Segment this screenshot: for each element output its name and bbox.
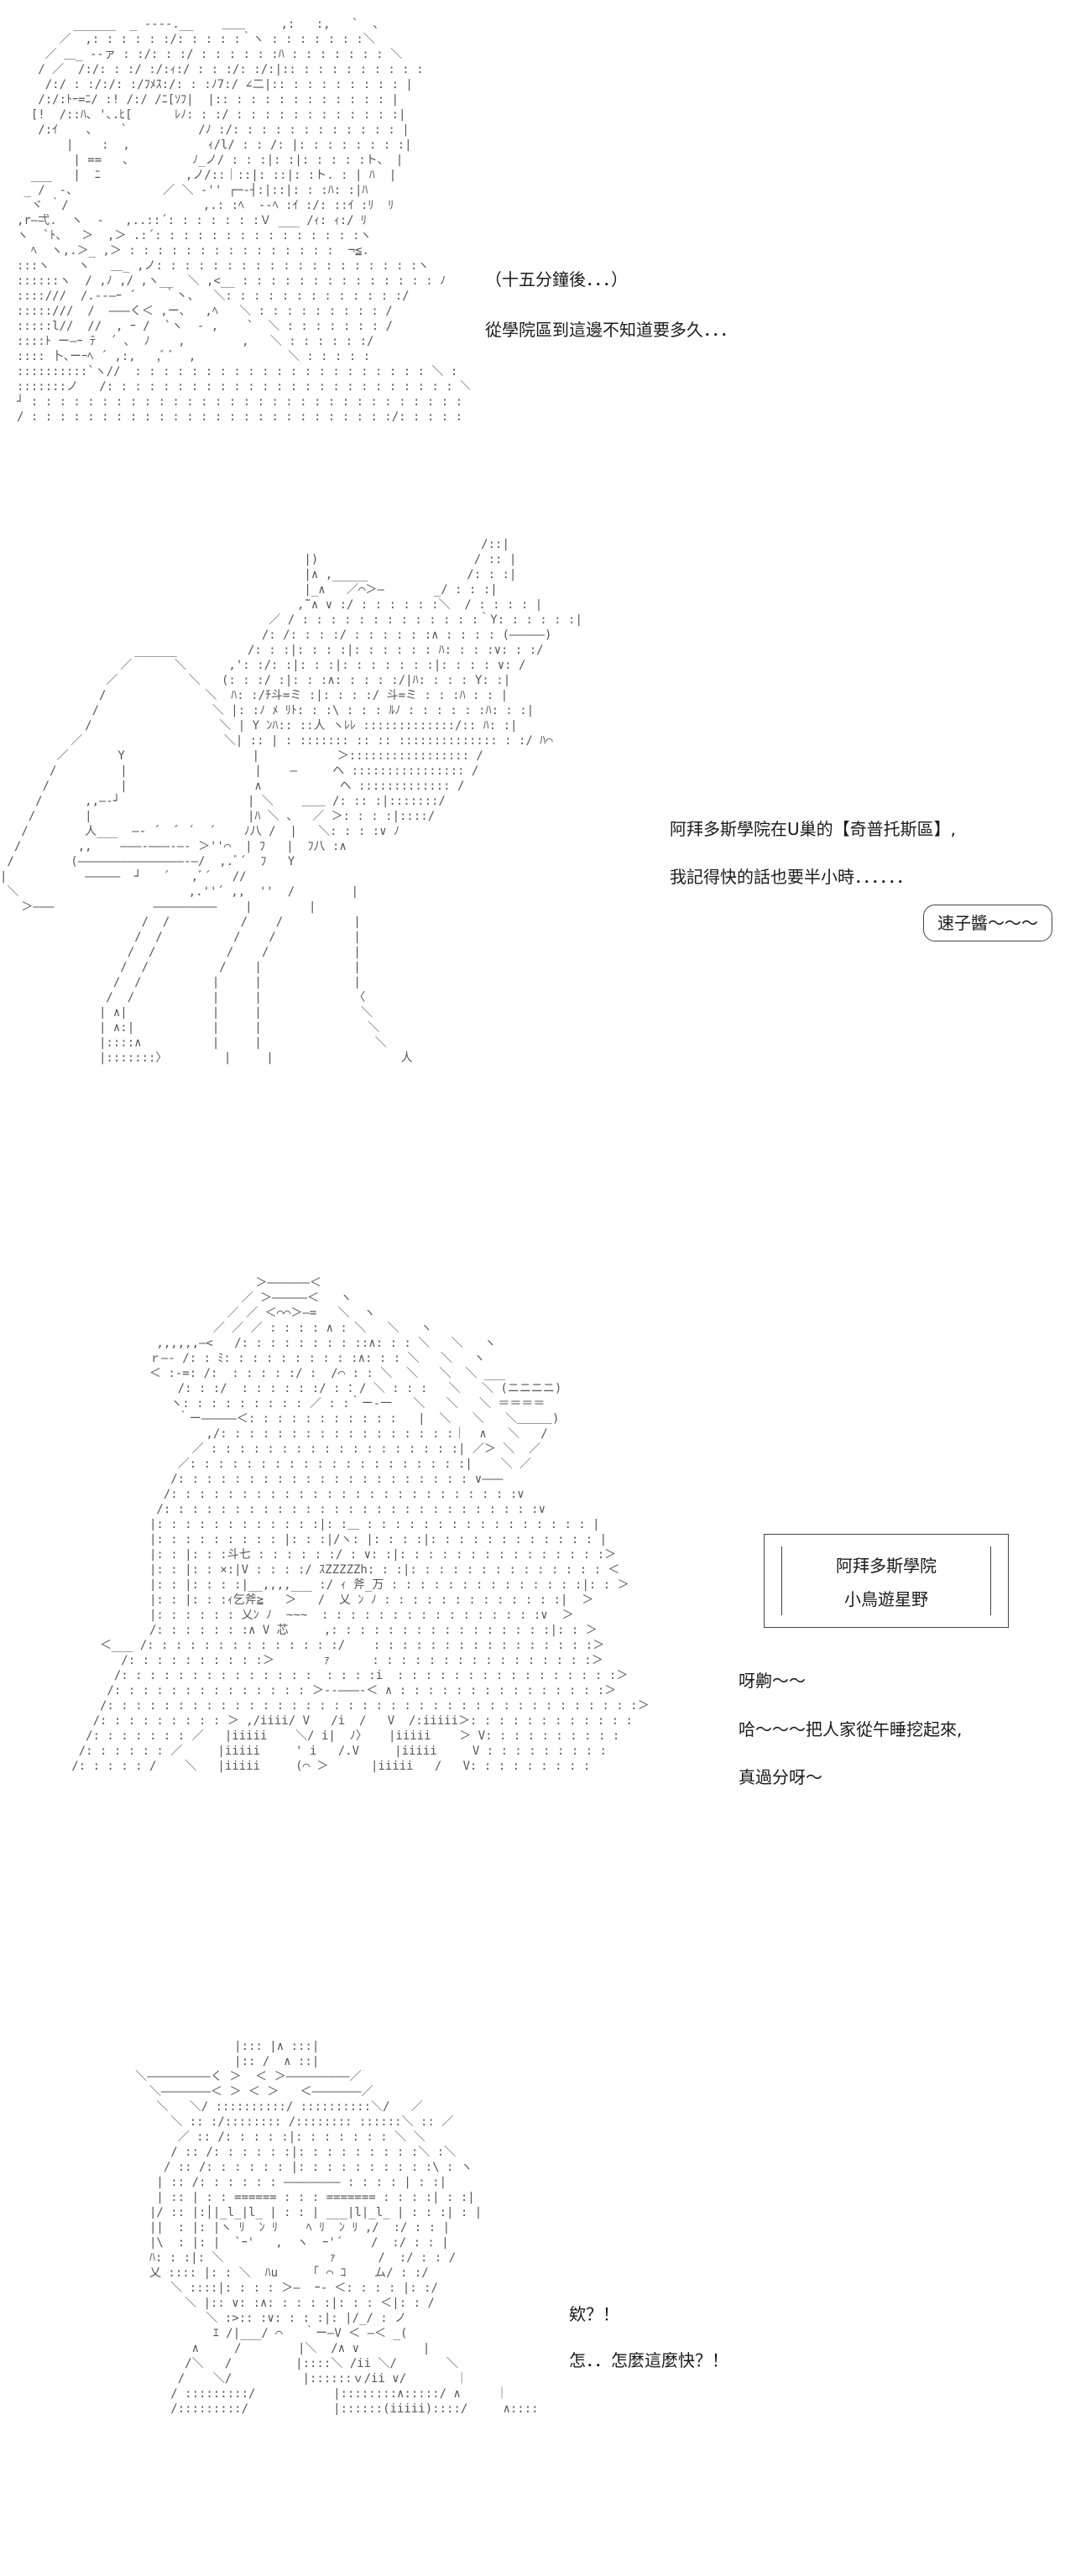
dialogue-line: 呀齁〜〜 xyxy=(739,1671,806,1691)
dialogue-line: 真過分呀〜 xyxy=(739,1767,822,1787)
dialogue-line: 欸？！ xyxy=(569,2304,619,2324)
ascii-art-character-3: ＞――――――＜ ／ ＞―――――＜ ヽ ／ ／ ＜⌒⌒＞―= ＼ ヽ ／ ／ … xyxy=(71,1276,650,1773)
narration-line: 我記得快的話也要半小時．．．．．． xyxy=(670,867,913,887)
narration-line: 阿拜多斯學院在U巢的【奇普托斯區】, xyxy=(670,819,956,839)
dialogue-line: 哈〜〜〜把人家從午睡挖起來, xyxy=(739,1719,963,1739)
panel-3: ＞――――――＜ ／ ＞―――――＜ ヽ ／ ／ ＜⌒⌒＞―= ＼ ヽ ／ ／ … xyxy=(0,1259,1091,2031)
ascii-art-character-1: ______ _ -‐‐‐.__ ＿＿ ,: :, ` 、 ／ ,: : : :… xyxy=(17,18,470,424)
school-name: 阿拜多斯學院 xyxy=(836,1556,937,1576)
dialogue-line: 怎．．怎麼這麼快？！ xyxy=(569,2350,728,2370)
narration-line: （十五分鐘後．．．） xyxy=(485,269,628,289)
character-name: 小鳥遊星野 xyxy=(844,1589,928,1609)
panel-4: |::: |∧ :::| |:: / ∧ ::| ＼―――――――――く ＞ ＜… xyxy=(0,2031,1091,2576)
panel-2: /::| |) / :: | |∧ ,_____ /: : :| |_∧ xyxy=(0,520,1091,1259)
character-name-box: 阿拜多斯學院 小鳥遊星野 xyxy=(764,1534,1009,1628)
ascii-art-character-2: /::| |) / :: | |∧ ,_____ /: : :| |_∧ xyxy=(0,538,582,1065)
narration-line: 從學院區到這邊不知道要多久．．． xyxy=(485,320,737,340)
ascii-art-character-4: |::: |∧ :::| |:: / ∧ ::| ＼―――――――――く ＞ ＜… xyxy=(135,2040,537,2416)
speech-bubble: 速子醬〜〜〜 xyxy=(923,905,1052,941)
panel-1: ______ _ -‐‐‐.__ ＿＿ ,: :, ` 、 ／ ,: : : :… xyxy=(0,0,1091,503)
